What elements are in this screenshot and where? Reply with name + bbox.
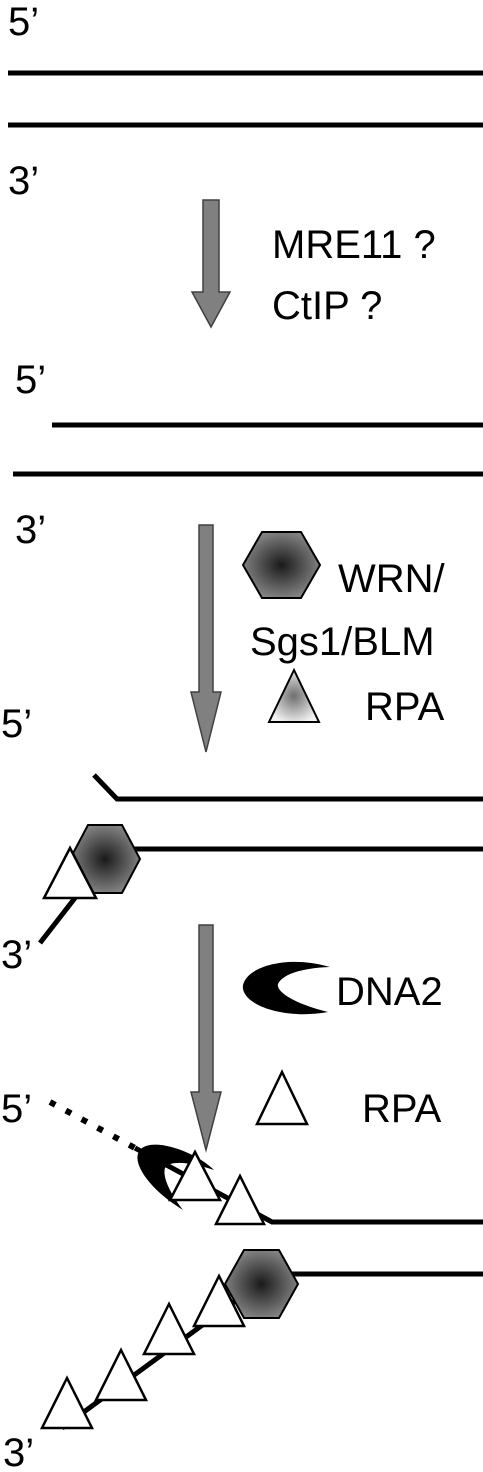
step-4-rpa-bottom-1 <box>191 1273 247 1328</box>
rpa-triangle-icon <box>267 667 321 723</box>
rpa-label-1: RPA <box>365 685 445 729</box>
step-4-rpa-bottom-4 <box>39 1375 95 1430</box>
step-4-rpa-top-2 <box>213 1173 267 1226</box>
step-1-five-prime-label: 5’ <box>8 0 39 44</box>
step-arrow-1 <box>190 199 232 329</box>
wrn-label: WRN/ <box>338 557 446 601</box>
step-4-rpa-bottom-2 <box>141 1301 197 1356</box>
step-3-unwinding: 5’ 3’ <box>1 702 483 977</box>
step-3-top-strand <box>92 773 483 802</box>
step-arrow-3 <box>190 924 222 1153</box>
step-3-five-prime-label: 5’ <box>1 702 32 746</box>
step-4-top-strand <box>133 1145 483 1225</box>
step-1-three-prime-label: 3’ <box>8 159 39 203</box>
step-4-helicase <box>223 1249 300 1319</box>
rpa-label-2: RPA <box>362 1087 442 1131</box>
ctip-label: CtIP ? <box>272 284 382 328</box>
step-4-rpa-bottom-3 <box>93 1347 149 1402</box>
dna2-crescent-icon <box>242 961 330 1015</box>
step-1-blunt-end: 5’ 3’ <box>8 0 483 203</box>
step-4-resection: 5’ 3’ <box>1 1087 483 1472</box>
helicase-hexagon-icon <box>241 531 322 599</box>
step-4-three-prime-label: 3’ <box>3 1431 34 1472</box>
sgs1-blm-label: Sgs1/BLM <box>250 620 435 664</box>
step-4-degraded-strand <box>48 1099 137 1151</box>
rpa-triangle-icon-2 <box>255 1069 309 1126</box>
step-2-five-prime-label: 5’ <box>15 358 46 402</box>
step-2-clipped-end: 5’ 3’ <box>13 358 483 552</box>
step-3-three-prime-label: 3’ <box>1 933 32 977</box>
step-4-five-prime-label: 5’ <box>1 1087 32 1131</box>
mre11-label: MRE11 ? <box>272 223 436 267</box>
step-3-rpa <box>41 845 99 900</box>
dna2-label: DNA2 <box>336 970 443 1014</box>
step-arrow-2 <box>190 524 222 753</box>
step-2-three-prime-label: 3’ <box>15 508 46 552</box>
step-4-rpa-top-1 <box>167 1149 223 1202</box>
